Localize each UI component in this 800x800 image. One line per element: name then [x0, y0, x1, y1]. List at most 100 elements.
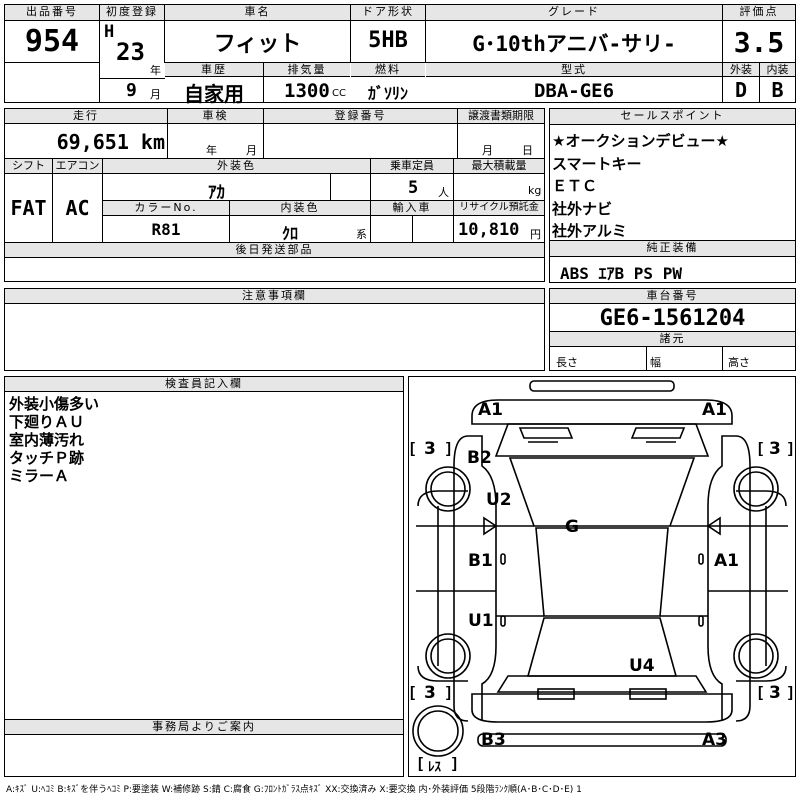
grade-header: グレード [426, 5, 722, 21]
color-no-header: カラーNo. [103, 201, 229, 216]
label-fender-left: B2 [467, 448, 492, 468]
max-load-header: 最大積載量 [454, 159, 544, 174]
specs-header: 諸元 [550, 332, 795, 347]
label-door-left-rear-b: B1 [468, 551, 493, 571]
label-rear-left: B3 [481, 730, 506, 750]
svg-text:]: ] [788, 440, 793, 457]
label-tire-fl: 3 [424, 439, 436, 459]
import-header: 輸入車 [371, 201, 453, 216]
later-parts-header: 後日発送部品 [5, 243, 544, 258]
transfer-day-unit: 日 [522, 144, 533, 157]
ext-score: D [734, 78, 748, 102]
spec-width-label: 幅 [650, 356, 661, 369]
chassis-no-header: 車台番号 [550, 289, 795, 304]
overall-score: 3.5 [733, 26, 785, 59]
year-unit: 年 [150, 64, 161, 77]
cautions-header: 注意事項欄 [5, 289, 544, 304]
capacity-header: 乗車定員 [371, 159, 453, 174]
recycle-unit: 円 [530, 228, 541, 241]
label-tire-fr: 3 [769, 439, 781, 459]
inspector-note-item: タッチＰ跡 [9, 449, 85, 467]
car-outline-drawing: [] [] [] [] [] [410, 380, 793, 772]
capacity-unit: 人 [438, 186, 449, 199]
svg-text:[: [ [410, 440, 415, 457]
chassis-block [549, 288, 796, 371]
int-color-header: 内装色 [230, 201, 370, 216]
later-parts-block [4, 242, 545, 282]
genuine-equip: ABS ｴｱB PS PW [560, 264, 682, 283]
inspector-note-item: 下廻りＡＵ [9, 413, 85, 431]
mileage-value: 69,651 [56, 130, 129, 154]
label-tire-rl: 3 [424, 683, 436, 703]
sales-point-item: ★オークションデビュー★ [552, 132, 729, 150]
svg-text:]: ] [452, 755, 457, 772]
mileage-header: 走行 [5, 109, 167, 124]
recycle: 10,810 [458, 220, 520, 240]
lot-no-header: 出品番号 [5, 5, 99, 21]
label-rear-panel: U4 [629, 656, 655, 676]
mileage: 69,651 km [5, 130, 165, 154]
label-rear-right: A3 [702, 730, 727, 750]
sales-points-block [549, 108, 796, 283]
svg-text:]: ] [446, 684, 451, 701]
damage-legend: A:ｷｽﾞ U:ﾍｺﾐ B:ｷｽﾞを伴うﾍｺﾐ P:要塗装 W:補修跡 S:錆 … [6, 785, 582, 795]
door-type: 5HB [368, 28, 408, 53]
int-score-header: 内装 [760, 63, 795, 77]
label-door-left-front: U2 [486, 490, 512, 510]
inspection-month-unit: 月 [246, 144, 257, 157]
reg-year: 23 [116, 38, 145, 66]
label-door-left-rear-u: U1 [468, 611, 494, 631]
era-letter: H [104, 22, 115, 42]
svg-text:[: [ [758, 440, 763, 457]
label-front-right: A1 [702, 400, 727, 420]
ext-score-header: 外装 [723, 63, 759, 77]
svg-text:]: ] [446, 440, 451, 457]
int-color-unit: 系 [356, 228, 367, 241]
inspection-year-unit: 年 [206, 144, 217, 157]
ac-header: エアコン [53, 159, 102, 174]
label-front-left: A1 [478, 400, 503, 420]
inspector-notes-list: 外装小傷多い 下廻りＡＵ 室内薄汚れ タッチＰ跡 ミラーＡ [9, 395, 99, 485]
cautions-block [4, 288, 545, 371]
label-spare-tire: ﾚｽ [428, 760, 441, 775]
month-unit: 月 [150, 88, 161, 101]
chassis-no: GE6-1561204 [599, 306, 746, 331]
capacity: 5 [408, 178, 419, 198]
first-reg-header: 初度登録 [100, 5, 164, 21]
sales-point-item: 社外ナビ [552, 199, 613, 218]
label-tire-rr: 3 [769, 683, 781, 703]
fuel-header: 燃料 [351, 63, 425, 77]
history: 自家用 [184, 82, 244, 106]
shift-header: シフト [5, 159, 52, 174]
inspector-note-item: 室内薄汚れ [9, 431, 85, 449]
lot-number: 954 [24, 24, 80, 59]
genuine-equip-header: 純正装備 [550, 241, 795, 257]
displacement-header: 排気量 [264, 63, 350, 77]
office-notice-block [4, 719, 404, 777]
history-header: 車歴 [165, 63, 263, 77]
damage-diagram [408, 376, 796, 777]
sales-points-list: ★オークションデビュー★ スマートキー ＥＴＣ 社外ナビ 社外アルミ [552, 130, 792, 243]
label-door-right: A1 [714, 551, 739, 571]
svg-text:[: [ [758, 684, 763, 701]
int-color: ｸﾛ [281, 224, 298, 243]
max-load-unit: kg [528, 184, 542, 197]
svg-text:[: [ [410, 684, 415, 701]
spec-height-label: 高さ [728, 356, 750, 369]
inspector-notes-header: 検査員記入欄 [5, 377, 403, 392]
shift: FAT [10, 196, 47, 220]
label-roof: G [565, 517, 579, 537]
score-header: 評価点 [723, 5, 795, 21]
int-score: B [771, 78, 784, 102]
inspector-note-item: ミラーＡ [9, 467, 70, 485]
grade: G･10thアニバ-サリ- [472, 32, 676, 56]
inspection-header: 車検 [168, 109, 263, 124]
svg-text:[: [ [418, 755, 423, 772]
model-code: DBA-GE6 [533, 80, 615, 102]
recycle-header: リサイクル預託金 [454, 201, 544, 216]
transfer-month-unit: 月 [482, 144, 493, 157]
door-header: ドア形状 [351, 5, 425, 21]
color-no: R81 [151, 220, 181, 239]
reg-month: 9 [126, 80, 137, 101]
top-info-block [4, 4, 796, 103]
